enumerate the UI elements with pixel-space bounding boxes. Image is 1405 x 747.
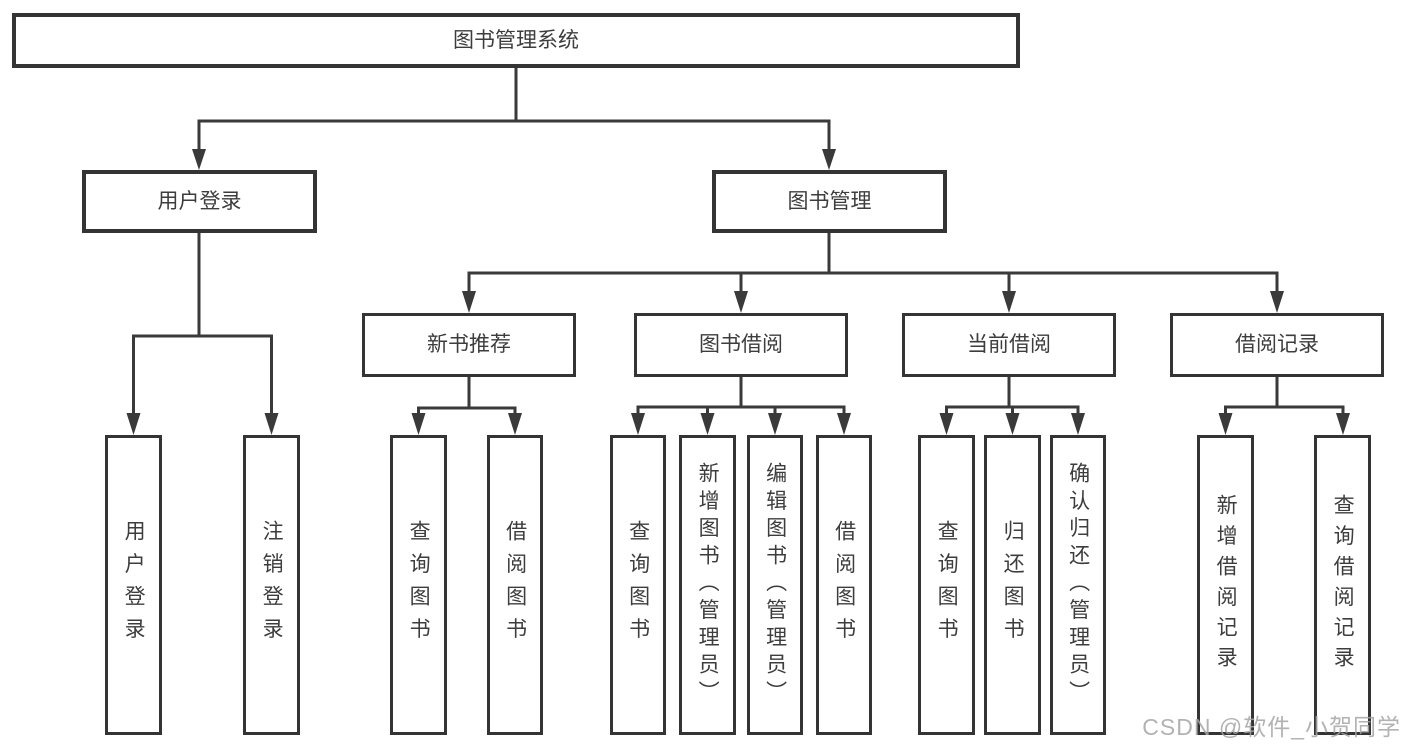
leaf-query-books-borrow: 查询图书: [610, 435, 666, 735]
leaf-query-books-current: 查询图书: [918, 435, 975, 735]
connector-current-borrow-children: [939, 377, 1085, 435]
leaf-query-books-recommend: 查询图书: [390, 435, 447, 735]
leaf-return-books: 归还图书: [984, 435, 1041, 735]
node-library-system: 图书管理系统: [12, 13, 1020, 68]
leaf-borrow-books-recommend: 借阅图书: [487, 435, 543, 735]
csdn-watermark: CSDN @软件_小贺同学: [1142, 714, 1401, 740]
connector-new-book-children: [411, 377, 522, 435]
connector-root-to-level2: [192, 66, 836, 170]
leaf-add-book-admin: 新增图书（管理员）: [679, 435, 736, 735]
connector-user-login-children: [126, 233, 279, 435]
leaf-borrow-books: 借阅图书: [816, 435, 872, 735]
leaf-query-borrow-record: 查询借阅记录: [1314, 435, 1371, 735]
leaf-logout: 注销登录: [243, 435, 300, 735]
node-current-borrow: 当前借阅: [902, 313, 1116, 377]
connector-book-borrow-children: [631, 377, 851, 435]
node-borrow-records: 借阅记录: [1170, 313, 1384, 377]
node-book-borrow: 图书借阅: [634, 313, 848, 377]
leaf-add-borrow-record: 新增借阅记录: [1197, 435, 1254, 735]
connector-borrow-records-children: [1218, 377, 1350, 435]
leaf-user-login: 用户登录: [105, 435, 162, 735]
node-user-login: 用户登录: [82, 170, 317, 233]
connector-book-management-children: [462, 233, 1284, 313]
leaf-confirm-return-admin: 确认归还（管理员）: [1050, 435, 1106, 735]
leaf-edit-book-admin: 编辑图书（管理员）: [747, 435, 803, 735]
node-book-management: 图书管理: [712, 170, 947, 233]
node-new-book-recommend: 新书推荐: [362, 313, 576, 377]
